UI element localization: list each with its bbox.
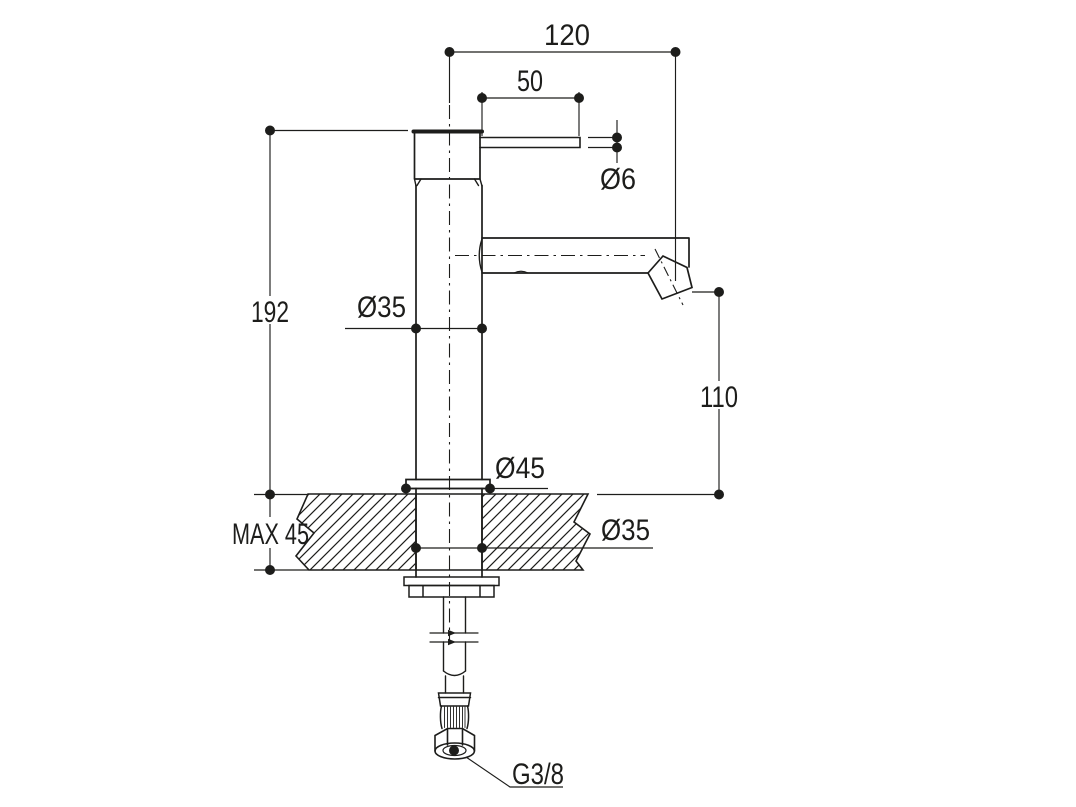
cap-body xyxy=(413,131,481,180)
nut-inner-face xyxy=(442,744,467,757)
dimension-labels: 120 50 Ø6 192 Ø35 110 Ø45 MAX 45 Ø35 G3/… xyxy=(232,19,738,791)
leader-g38 xyxy=(465,756,563,788)
label-spout-reach: 120 xyxy=(544,19,590,52)
dim-120 xyxy=(448,51,677,281)
label-spout-height: 110 xyxy=(700,381,738,414)
locknut-body xyxy=(408,584,495,598)
inlet-hole xyxy=(449,745,459,756)
label-hole-diameter: Ø35 xyxy=(601,514,650,547)
label-lever-length: 50 xyxy=(517,65,543,98)
label-max-deck-thickness: MAX 45 xyxy=(232,518,309,551)
dim-dot xyxy=(477,323,487,334)
countertop-left-hatch xyxy=(294,493,417,571)
dim-dot xyxy=(670,47,681,57)
dim-dot xyxy=(265,565,275,575)
dim-dot xyxy=(612,132,622,143)
countertop-section xyxy=(294,493,592,571)
aerator xyxy=(646,254,694,301)
dim-110 xyxy=(597,291,720,496)
dim-50 xyxy=(481,92,580,136)
dim-dot xyxy=(411,323,421,334)
nut-bottom-face xyxy=(434,742,476,760)
braided-section-lines xyxy=(444,706,466,728)
supply-tube xyxy=(442,596,467,672)
dim-dot xyxy=(485,483,495,494)
tube-break-arrow-bottom xyxy=(448,638,456,646)
tube-break-lines xyxy=(429,632,479,643)
label-lever-diameter: Ø6 xyxy=(600,163,636,196)
connection-nut xyxy=(434,727,476,752)
dim-dot xyxy=(612,142,622,153)
dim-dot xyxy=(265,125,275,136)
dim-dot xyxy=(444,47,455,57)
braided-section-outline xyxy=(439,705,470,730)
lever-handle xyxy=(479,136,581,149)
dim-192 xyxy=(269,129,408,495)
dim-dot xyxy=(574,93,584,103)
tube-break-arrow-top xyxy=(448,629,456,637)
countertop-right-hatch xyxy=(481,493,592,571)
cap-groove-chamfer xyxy=(413,178,483,187)
dimension-lines xyxy=(254,51,720,788)
label-total-height: 192 xyxy=(251,296,289,329)
dim-dot xyxy=(714,489,724,500)
spout xyxy=(481,237,690,274)
dim-dot xyxy=(265,489,275,500)
label-body-diameter: Ø35 xyxy=(357,291,406,324)
label-inlet-thread: G3/8 xyxy=(512,758,564,791)
dim-dot xyxy=(714,287,724,297)
dim-dot xyxy=(411,543,421,553)
hose-collar xyxy=(437,692,472,707)
dim-dot xyxy=(477,543,487,553)
dim-dot xyxy=(401,483,411,494)
locknut-washer xyxy=(403,576,500,587)
mounting-shank xyxy=(415,487,483,578)
dim-dot xyxy=(477,93,487,103)
faucet-outline xyxy=(403,129,694,760)
flex-hose xyxy=(444,675,465,694)
spout-body-junction-arc xyxy=(478,238,483,273)
spout-detail-arc xyxy=(513,270,529,274)
base-flange xyxy=(405,478,491,490)
label-base-diameter: Ø45 xyxy=(495,452,545,485)
dimension-endpoints xyxy=(265,47,724,575)
centerlines xyxy=(448,105,645,642)
tube-end-arc xyxy=(442,670,467,677)
dim-max45 xyxy=(254,493,309,571)
